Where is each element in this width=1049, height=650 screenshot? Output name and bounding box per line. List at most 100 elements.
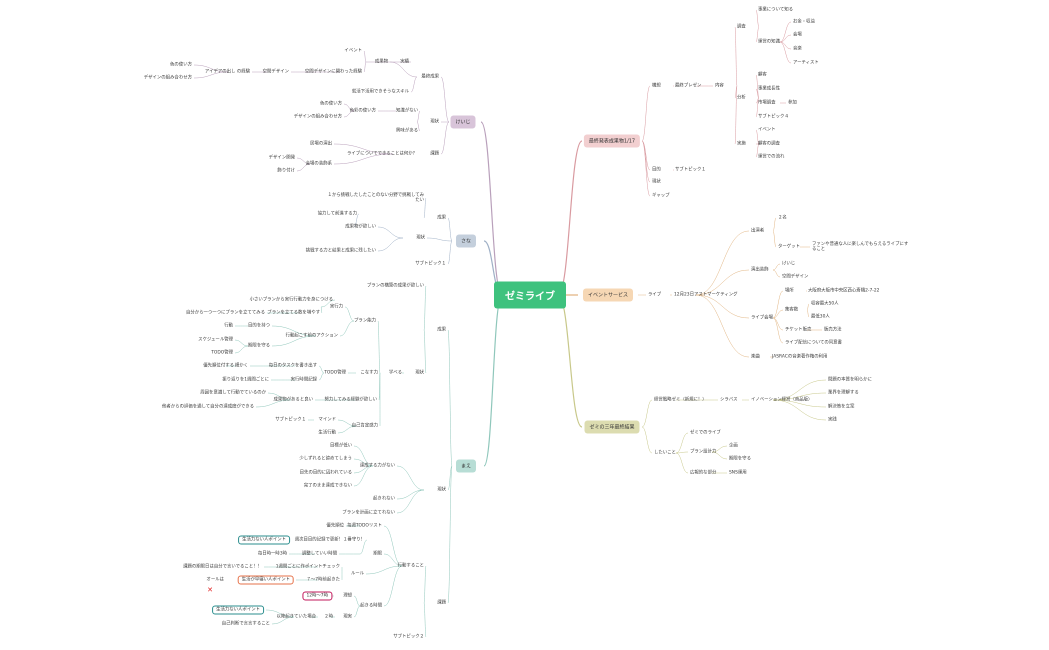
mae-todo[interactable]: TODO管理 — [211, 350, 233, 356]
mae-shortterm[interactable]: 目先の目的に囚われている — [299, 470, 352, 476]
mae-cant-wake[interactable]: 起きれない — [373, 496, 395, 502]
keiji-color2[interactable]: 色彩の使い方 — [349, 108, 376, 114]
seminar-industry[interactable]: 業界を理解する — [828, 390, 859, 396]
branch-sana[interactable]: さな — [455, 234, 477, 248]
final-status[interactable]: 現状 — [652, 179, 661, 185]
final-business[interactable]: 事業について知る — [758, 7, 793, 13]
central-topic[interactable]: ゼミライブ — [494, 281, 566, 309]
mae-weekly-check[interactable]: 1週間ごとに作ポイントチェック — [275, 564, 340, 570]
mae-result[interactable]: 成果 — [437, 327, 446, 333]
final-purpose[interactable]: 目的 — [652, 167, 661, 173]
mae-review[interactable]: 振り返りを1週間ごとに — [222, 377, 269, 383]
mae-weekly-todo[interactable]: 毎週TODOリスト — [347, 523, 382, 529]
event-live[interactable]: ライブ — [648, 292, 662, 298]
final-presentation[interactable]: 最終プレゼン — [675, 83, 702, 89]
sana-cooperate[interactable]: 協力して前進する力 — [317, 211, 357, 217]
keiji-color3[interactable]: 色の使い方 — [320, 101, 342, 107]
keiji-design-dev[interactable]: デザイン開発 — [268, 155, 295, 161]
mae-wake-time[interactable]: 起きる時間 — [360, 603, 382, 609]
sana-status[interactable]: 現状 — [416, 235, 425, 241]
keiji-product[interactable]: 成果物 — [374, 59, 388, 65]
mae-life[interactable]: 生活行動 — [318, 430, 336, 436]
mae-allnighter[interactable]: オールは — [206, 577, 224, 583]
final-money[interactable]: お金・収益 — [793, 19, 815, 25]
mae-self-plan[interactable]: 自分から一つ一つにプランを立ててみる — [185, 310, 265, 316]
sana-challenge2[interactable]: 挑戦する力と結果と成果に残したい — [305, 248, 376, 254]
sana-challenge[interactable]: １から挑戦したしたことのない分野で挑戦してみたい — [327, 193, 424, 203]
event-max[interactable]: 収容最大50人 — [811, 301, 839, 307]
keiji-noknow[interactable]: 知識がない — [396, 108, 418, 114]
mae-weekly-callout[interactable]: 生活力ない人ポイント — [238, 535, 290, 545]
mae-no-ability[interactable]: 達成する力がない — [359, 463, 395, 469]
final-participation[interactable]: 参加 — [788, 100, 797, 106]
mae-fine[interactable]: 細かく — [234, 363, 248, 369]
mae-small-plan[interactable]: 小さいプランから実行行動力を身につける — [249, 297, 333, 303]
event-date[interactable]: 12月23日アストマーケティング — [674, 292, 738, 298]
mae-weekly-record[interactable]: 週次目目的記録で更新！１番守り！ — [294, 537, 365, 543]
event-venue[interactable]: ライブ会場 — [751, 315, 773, 321]
keiji-skill[interactable]: 就活下活用できそうなスキル — [351, 89, 409, 95]
mae-purpose[interactable]: 目的を持つ — [248, 323, 270, 329]
branch-mae[interactable]: まえ — [455, 459, 477, 473]
event-ticket[interactable]: チケット販売 — [785, 327, 812, 333]
event-place[interactable]: 場所 — [785, 288, 794, 294]
mae-deadline[interactable]: 期限を守る — [248, 343, 270, 349]
mae-plan-ability[interactable]: プラン能力 — [354, 318, 376, 324]
seminar-deadline[interactable]: 期限を守る — [729, 456, 751, 462]
event-jasrac[interactable]: JASRACの音楽著作権の利用 — [772, 354, 828, 360]
mae-deadline-promise[interactable]: 課題の期限日は自分で言いでること！！ — [183, 564, 262, 570]
sana-want-product[interactable]: 成果物が欲しい — [345, 224, 376, 230]
seminar-pr[interactable]: 広報的な部分 — [690, 470, 717, 476]
event-min[interactable]: 最低30人 — [811, 314, 830, 320]
keiji-space-prod[interactable]: 居場の演出 — [310, 141, 332, 147]
branch-seminar[interactable]: ゼミの三年最終結果 — [584, 420, 640, 434]
mae-rule[interactable]: ルール — [350, 571, 364, 577]
mae-12-7[interactable]: 12時〜7時 — [302, 591, 332, 601]
event-target[interactable]: ターゲット — [778, 244, 800, 250]
mae-plan-count[interactable]: プランを立てる数を増やす — [267, 310, 320, 316]
event-address[interactable]: 大阪府大阪市中央区西心斎橋2-7-22 — [808, 288, 880, 294]
final-gap[interactable]: ギャップ — [652, 193, 670, 199]
keiji-decoration[interactable]: 飾り付け — [277, 168, 295, 174]
mae-priority[interactable]: 優先順位付する — [203, 363, 234, 369]
seminar-problem[interactable]: 問題の本質を明らかに — [828, 377, 872, 383]
mae-learn[interactable]: 学べる — [388, 370, 402, 376]
final-analysis[interactable]: 分析 — [737, 95, 746, 101]
keiji-status[interactable]: 現状 — [430, 119, 439, 125]
final-flow[interactable]: 運営での流れ — [758, 154, 785, 160]
final-market[interactable]: 市場調査 — [758, 100, 776, 106]
seminar-innovation[interactable]: イノベーション経営（商品版） — [751, 397, 813, 403]
mae-schedule[interactable]: スケジュール管理 — [198, 337, 233, 343]
mae-priority2[interactable]: 優先順位 — [326, 523, 344, 529]
seminar-sns[interactable]: SNS運用 — [729, 470, 747, 476]
keiji-achievement[interactable]: 実績 — [400, 59, 409, 65]
mae-daily-time[interactable]: 毎日時一時3時 — [257, 551, 287, 557]
final-implement[interactable]: 実施 — [737, 141, 746, 147]
seminar-solution[interactable]: 解決策を立案 — [828, 404, 855, 410]
mae-daily[interactable]: 毎日のタスクを書き出す — [268, 363, 317, 369]
mae-subtopic1[interactable]: サブトピック１ — [275, 417, 306, 423]
final-content[interactable]: 内容 — [715, 83, 724, 89]
mae-ideal[interactable]: 理想 — [343, 593, 352, 599]
final-growth[interactable]: 事業成長性 — [758, 86, 780, 92]
sana-result[interactable]: 成果 — [437, 215, 446, 221]
sana-subtopic[interactable]: サブトピック１ — [415, 261, 446, 267]
mae-self-judge[interactable]: 自己判断で言言すること — [221, 621, 270, 627]
final-customer[interactable]: 顧客 — [758, 72, 767, 78]
final-event[interactable]: イベント — [758, 127, 776, 133]
mae-status[interactable]: 現状 — [415, 370, 424, 376]
mae-status2[interactable]: 現状 — [437, 487, 446, 493]
keiji-combo2[interactable]: デザインの組み合わせ方 — [293, 114, 342, 120]
mae-2oclock[interactable]: ２時 — [324, 614, 333, 620]
branch-event[interactable]: イベントサービス — [582, 288, 634, 302]
mae-after[interactable]: 以降起きていた場合 — [276, 614, 316, 620]
mae-deadline2[interactable]: 期限 — [373, 551, 382, 557]
event-capacity[interactable]: 集客数 — [785, 307, 799, 313]
final-research[interactable]: 調査 — [737, 24, 746, 30]
event-performer[interactable]: 出演者 — [751, 228, 765, 234]
event-keiji[interactable]: けいじ — [782, 261, 796, 267]
mae-want-plan[interactable]: プランの構築の成果が欲しい — [366, 283, 424, 289]
mae-surround[interactable]: 周囲を意識して行動でているのか — [200, 390, 266, 396]
mae-selfesteem[interactable]: 自己肯定感力 — [351, 423, 378, 429]
mae-give-up[interactable]: 少しずれると諦めてしまう — [299, 456, 352, 462]
